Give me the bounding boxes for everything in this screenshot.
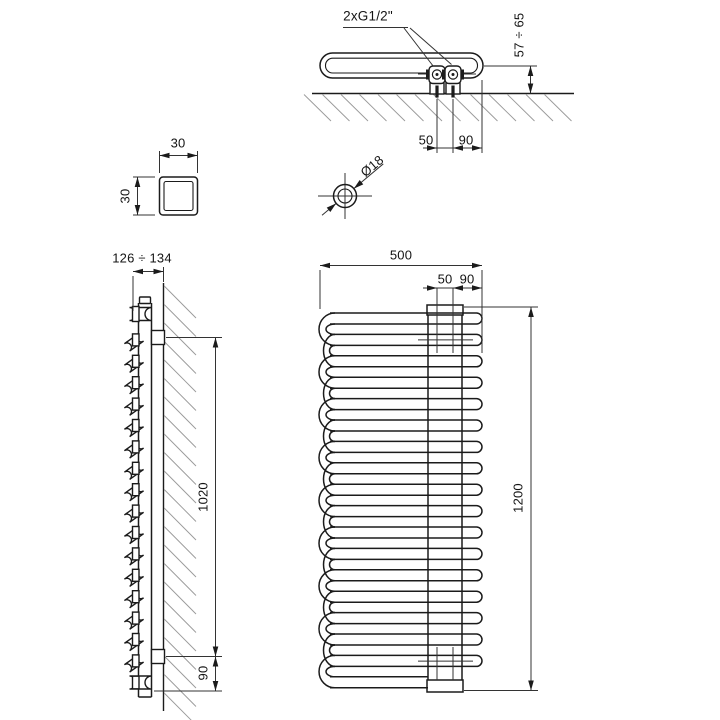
top-view [303,27,574,153]
front-height-label: 1200 [510,483,526,513]
front-view [318,262,538,693]
section-width-label: 30 [170,135,186,151]
depth-range-label: 126 ÷ 134 [112,250,172,266]
connection-size-label: 2xG1/2" [343,8,393,24]
front-connection-spacing-label: 50 [437,271,453,287]
top-connection-spacing-label: 50 [418,132,434,148]
side-bottom-offset-label: 90 [195,665,211,681]
mounting-span-label: 1020 [195,482,211,512]
front-width-label: 500 [389,247,413,263]
top-edge-offset-label: 90 [458,132,474,148]
tube-section-detail [133,151,199,216]
tube-diameter-detail [318,163,384,219]
side-view [123,267,222,720]
front-edge-offset-label: 90 [459,271,475,287]
wall-distance-label: 57 ÷ 65 [511,12,527,58]
section-height-label: 30 [117,188,133,204]
